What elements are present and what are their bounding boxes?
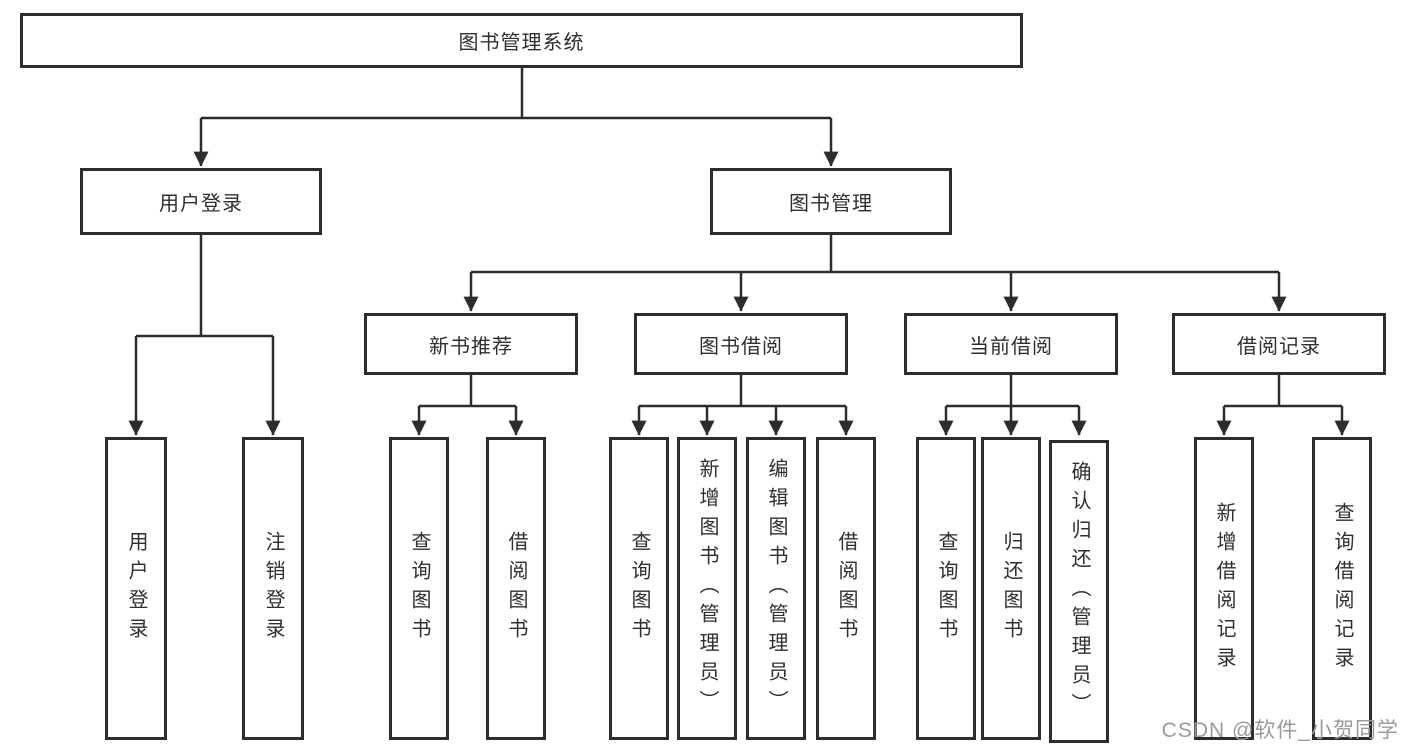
leaf-borrow-books-borrow-label: 借阅图书 <box>835 530 857 647</box>
node-book-borrow: 图书借阅 <box>634 313 848 375</box>
leaf-add-borrow-record: 新增借阅记录 <box>1194 437 1254 740</box>
node-borrow-records: 借阅记录 <box>1172 313 1386 375</box>
leaf-add-borrow-record-label: 新增借阅记录 <box>1213 501 1235 676</box>
node-borrow-records-label: 借阅记录 <box>1237 335 1321 358</box>
leaf-add-books-admin-label: 新增图书（管理员） <box>696 458 718 719</box>
leaf-confirm-return-admin: 确认归还（管理员） <box>1049 440 1109 743</box>
leaf-return-books: 归还图书 <box>981 437 1041 740</box>
connector-current-to-leaves <box>938 375 1087 436</box>
leaf-query-books-borrow-label: 查询图书 <box>628 530 650 647</box>
leaf-add-books-admin: 新增图书（管理员） <box>677 437 737 740</box>
leaf-user-login: 用户登录 <box>105 437 167 740</box>
node-book-management: 图书管理 <box>710 168 952 235</box>
leaf-query-borrow-record-label: 查询借阅记录 <box>1331 501 1353 676</box>
node-current-borrow-label: 当前借阅 <box>969 335 1053 358</box>
leaf-edit-books-admin-label: 编辑图书（管理员） <box>765 458 787 719</box>
node-book-borrow-label: 图书借阅 <box>699 335 783 358</box>
node-root: 图书管理系统 <box>20 13 1023 68</box>
connector-borrow-to-leaves <box>631 375 854 436</box>
leaf-query-books-current: 查询图书 <box>916 437 976 740</box>
leaf-query-books-current-label: 查询图书 <box>935 530 957 647</box>
leaf-logout-label: 注销登录 <box>262 530 284 647</box>
node-user-login: 用户登录 <box>80 168 322 235</box>
connector-records-to-leaves <box>1216 375 1350 436</box>
leaf-borrow-books-borrow: 借阅图书 <box>816 437 876 740</box>
leaf-return-books-label: 归还图书 <box>1000 530 1022 647</box>
leaf-edit-books-admin: 编辑图书（管理员） <box>746 437 806 740</box>
node-user-login-label: 用户登录 <box>159 193 243 215</box>
node-root-label: 图书管理系统 <box>458 32 585 54</box>
connector-root-to-level2 <box>193 68 839 167</box>
node-book-management-label: 图书管理 <box>789 193 873 215</box>
connector-user-login-to-leaves <box>128 235 281 436</box>
leaf-query-borrow-record: 查询借阅记录 <box>1312 437 1372 740</box>
leaf-borrow-books-recommend-label: 借阅图书 <box>505 530 527 647</box>
csdn-watermark: CSDN @软件_小贺同学 <box>1161 719 1399 742</box>
connector-recommend-to-leaves <box>411 375 524 436</box>
leaf-logout: 注销登录 <box>242 437 304 740</box>
leaf-borrow-books-recommend: 借阅图书 <box>486 437 546 740</box>
leaf-confirm-return-admin-label: 确认归还（管理员） <box>1068 461 1090 722</box>
node-current-borrow: 当前借阅 <box>904 313 1118 375</box>
leaf-query-books-recommend-label: 查询图书 <box>408 530 430 647</box>
leaf-user-login-label: 用户登录 <box>125 530 147 647</box>
leaf-query-books-recommend: 查询图书 <box>389 437 449 740</box>
node-new-book-recommend: 新书推荐 <box>364 313 578 375</box>
leaf-query-books-borrow: 查询图书 <box>609 437 669 740</box>
connector-book-mgmt-to-level3 <box>463 235 1287 312</box>
node-new-book-recommend-label: 新书推荐 <box>429 335 513 358</box>
